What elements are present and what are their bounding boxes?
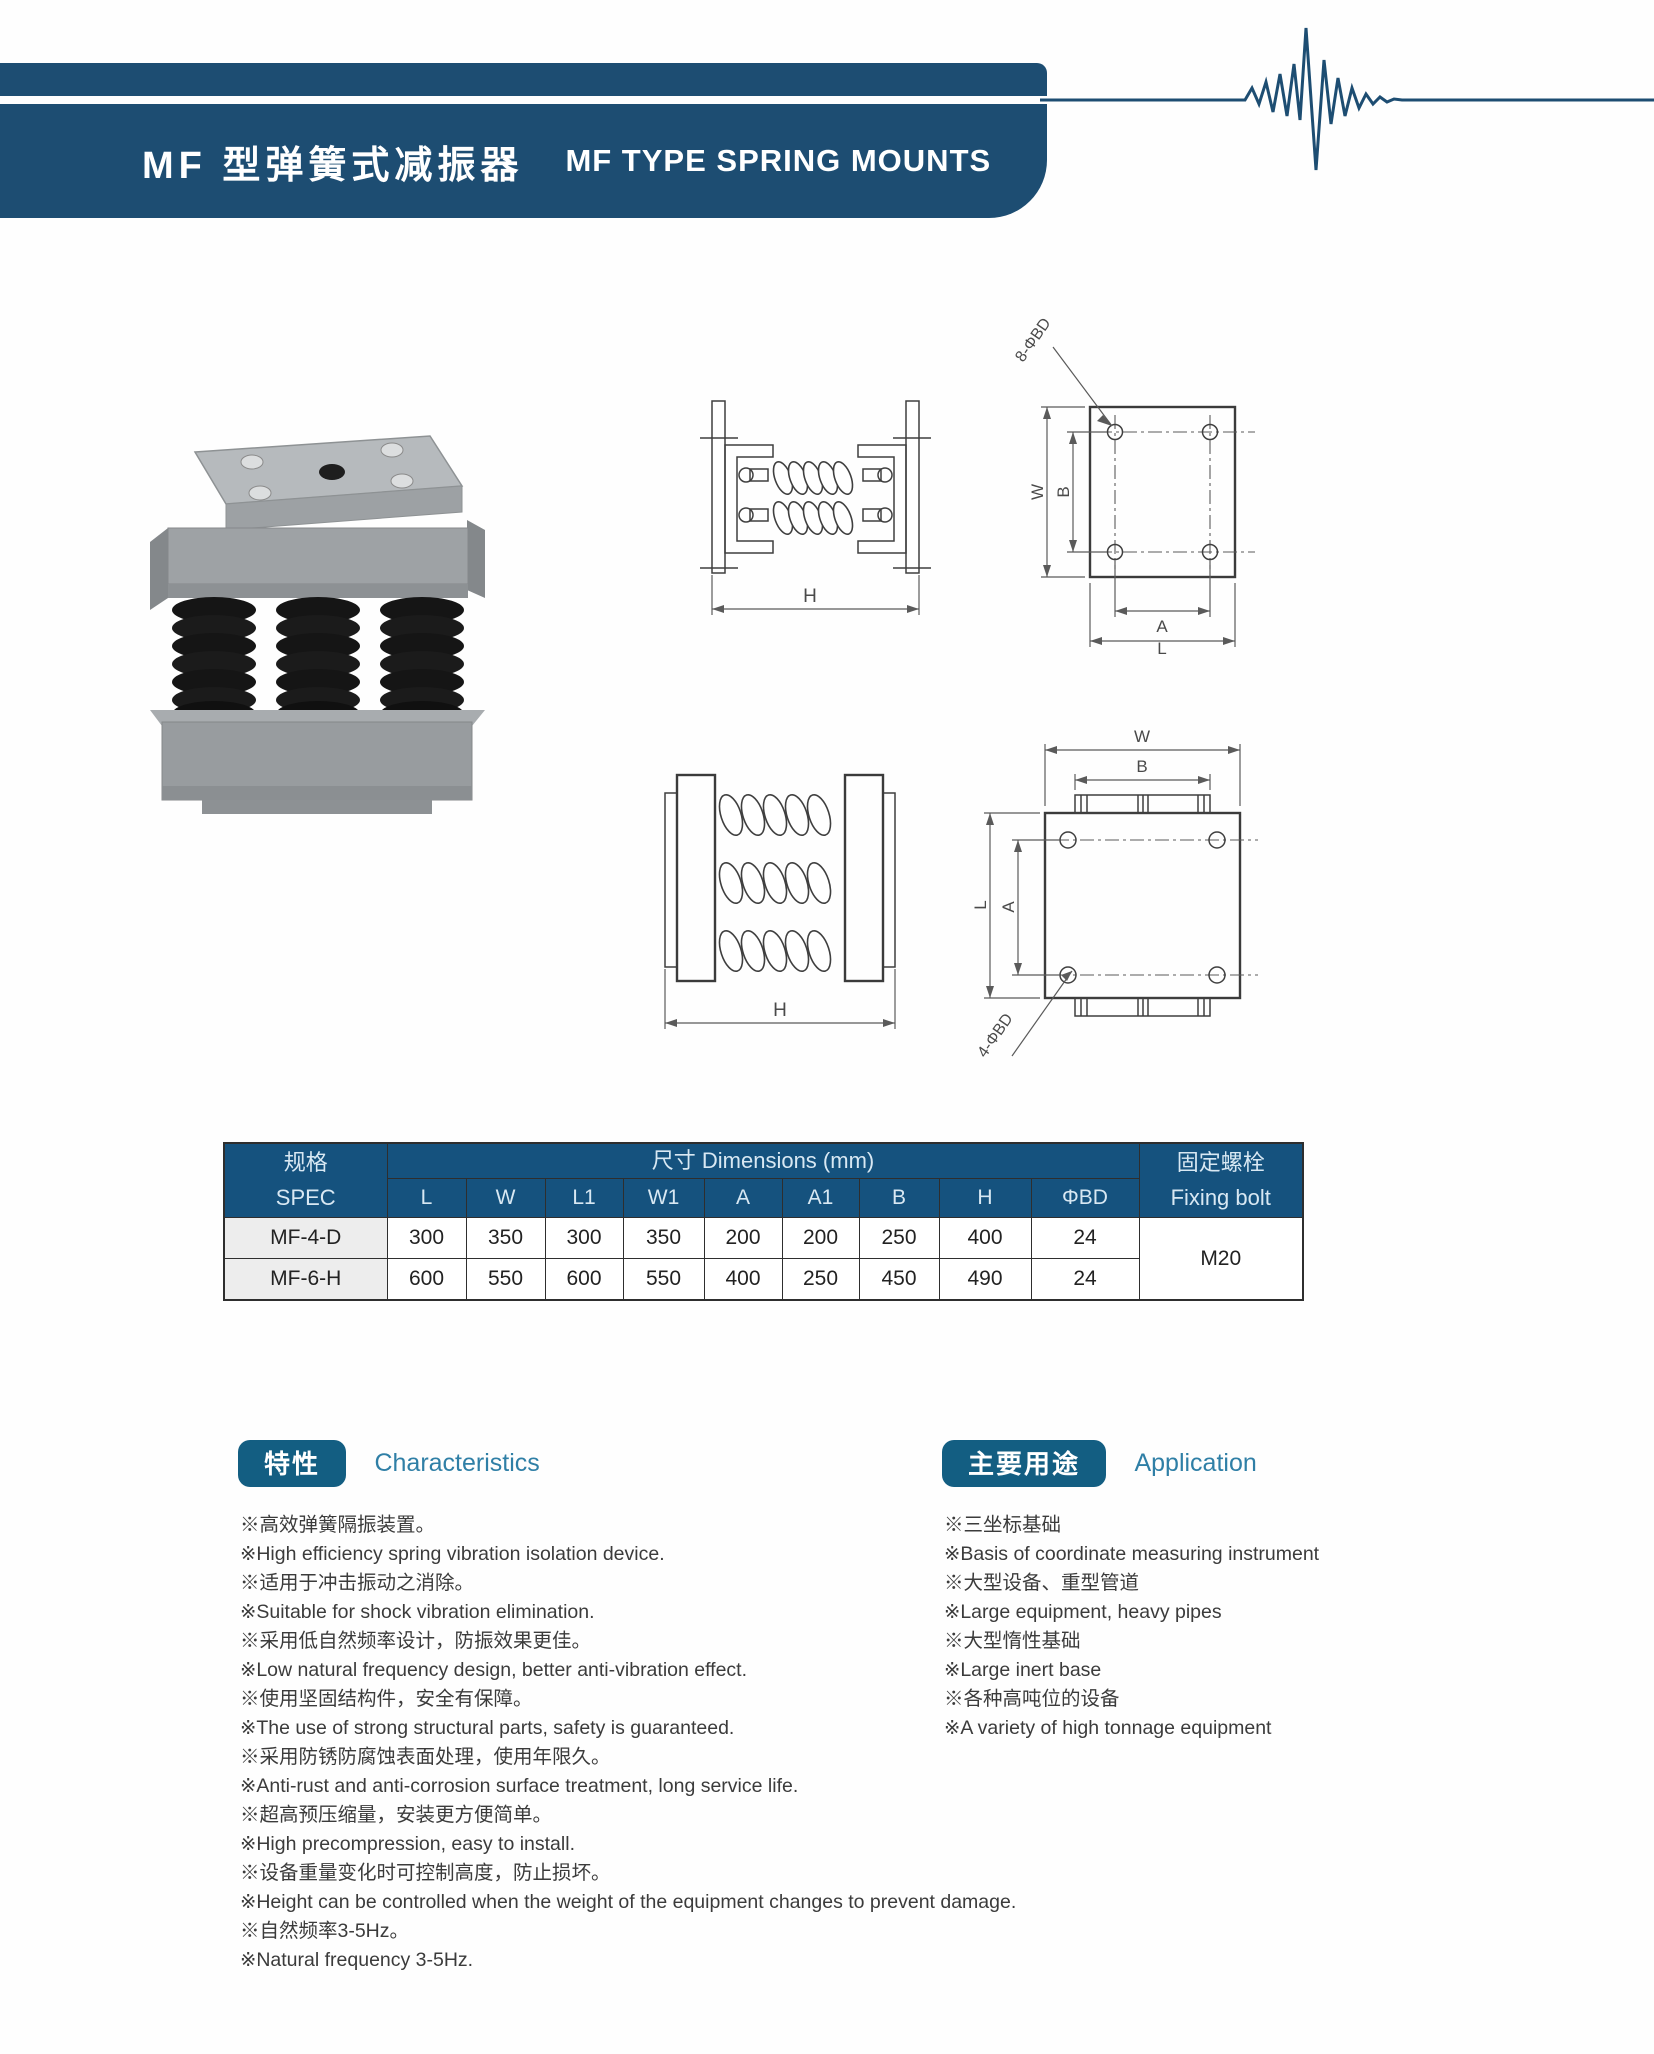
dim-label-h: H <box>803 586 817 607</box>
cell: 200 <box>781 1217 860 1260</box>
header-top-bar <box>0 63 1047 96</box>
list-item: ※High efficiency spring vibration isolat… <box>240 1543 665 1565</box>
dim-label-b: B <box>1054 486 1073 497</box>
drawing-plan-bottom: W B L A 4-ΦBD <box>971 727 1258 1061</box>
cell: 400 <box>703 1258 783 1301</box>
characteristics-title: Characteristics <box>374 1449 540 1477</box>
col-a: A <box>703 1178 783 1219</box>
spec-value: MF-6-H <box>223 1258 388 1301</box>
list-item: ※Natural frequency 3-5Hz. <box>240 1949 474 1971</box>
bolt-value: M20 <box>1138 1217 1304 1301</box>
application-title: Application <box>1134 1449 1257 1477</box>
dimensions-header: 尺寸 Dimensions (mm) <box>386 1142 1140 1180</box>
spring-coils <box>172 597 464 727</box>
list-item: ※超高预压缩量，安装更方便简单。 <box>240 1804 553 1826</box>
list-item: ※使用坚固结构件，安全有保障。 <box>240 1688 533 1710</box>
cell: 300 <box>386 1217 467 1260</box>
spec-header-cn: 规格 <box>283 1150 328 1176</box>
list-item: ※Suitable for shock vibration eliminatio… <box>240 1601 595 1623</box>
col-l1: L1 <box>544 1178 624 1219</box>
title-band: MF 型弹簧式减振器 MF TYPE SPRING MOUNTS <box>0 104 1047 218</box>
spec-header: 规格 SPEC <box>223 1142 388 1219</box>
cell: 550 <box>622 1258 705 1301</box>
cell: 250 <box>858 1217 940 1260</box>
cell: 600 <box>386 1258 467 1301</box>
col-l: L <box>386 1178 467 1219</box>
dim-label-h2: H <box>773 1000 787 1021</box>
leader-label-8phibd: 8-ΦBD <box>1012 315 1054 365</box>
list-item: ※大型惰性基础 <box>944 1630 1081 1652</box>
bolt-header: 固定螺栓 Fixing bolt <box>1138 1142 1304 1219</box>
list-item: ※The use of strong structural parts, saf… <box>240 1717 735 1739</box>
col-phibd: ΦBD <box>1030 1178 1140 1219</box>
page-title-en: MF TYPE SPRING MOUNTS <box>565 143 992 178</box>
list-item: ※采用防锈防腐蚀表面处理，使用年限久。 <box>240 1746 611 1768</box>
bolt-header-en: Fixing bolt <box>1170 1184 1271 1210</box>
col-w: W <box>465 1178 546 1219</box>
cell: 600 <box>544 1258 624 1301</box>
page-title-cn: MF 型弹簧式减振器 <box>142 144 524 187</box>
seismic-wave-icon <box>1040 27 1654 171</box>
dim-label-a: A <box>1156 617 1168 636</box>
list-item: ※High precompression, easy to install. <box>240 1833 575 1855</box>
bolt-header-cn: 固定螺栓 <box>1176 1150 1265 1176</box>
application-badge: 主要用途 <box>942 1440 1107 1487</box>
cell: 400 <box>938 1217 1032 1260</box>
spec-value: MF-4-D <box>223 1217 388 1260</box>
spec-table: 规格 SPEC 尺寸 Dimensions (mm) 固定螺栓 Fixing b… <box>223 1142 1304 1302</box>
application-list: ※三坐标基础 ※Basis of coordinate measuring in… <box>944 1511 1542 1743</box>
cell: 300 <box>544 1217 624 1260</box>
list-item: ※采用低自然频率设计，防振效果更佳。 <box>240 1630 592 1652</box>
drawing-side-view: H <box>700 400 931 615</box>
table-row: MF-6-H 600 550 600 550 400 250 450 490 2… <box>223 1258 1303 1301</box>
characteristics-badge: 特性 <box>238 1440 347 1487</box>
product-photo <box>150 435 485 814</box>
cell: 24 <box>1030 1258 1140 1301</box>
list-item: ※大型设备、重型管道 <box>944 1572 1140 1594</box>
dim-label-l: L <box>1157 639 1166 655</box>
list-item: ※自然频率3-5Hz。 <box>240 1920 410 1942</box>
list-item: ※A variety of high tonnage equipment <box>944 1717 1272 1739</box>
list-item: ※Anti-rust and anti-corrosion surface tr… <box>240 1775 799 1797</box>
col-a1: A1 <box>781 1178 860 1219</box>
list-item: ※Large inert base <box>944 1659 1102 1681</box>
dim-label-w2: W <box>1134 727 1150 746</box>
cell: 200 <box>703 1217 783 1260</box>
dim-label-b2: B <box>1136 757 1147 776</box>
table-row: MF-4-D 300 350 300 350 200 200 250 400 2… <box>223 1217 1304 1301</box>
cell: 450 <box>858 1258 940 1301</box>
list-item: ※Height can be controlled when the weigh… <box>240 1891 1017 1913</box>
cell: 24 <box>1030 1217 1140 1260</box>
col-w1: W1 <box>622 1178 705 1219</box>
dim-label-w: W <box>1028 484 1047 500</box>
col-b: B <box>858 1178 940 1219</box>
col-h: H <box>938 1178 1032 1219</box>
drawing-plan-top: W B A L 8-ΦBD <box>1012 315 1255 655</box>
characteristics-section: 特性 Characteristics ※高效弹簧隔振装置。 ※High effi… <box>238 1440 1017 1975</box>
application-section: 主要用途 Application ※三坐标基础 ※Basis of coordi… <box>942 1440 1542 1743</box>
dim-label-l2: L <box>971 900 990 909</box>
dim-label-a2: A <box>999 901 1018 913</box>
cell: 250 <box>781 1258 860 1301</box>
cell: 490 <box>938 1258 1032 1301</box>
list-item: ※适用于冲击振动之消除。 <box>240 1572 475 1594</box>
drawing-front-view: H <box>664 773 896 1029</box>
list-item: ※Basis of coordinate measuring instrumen… <box>944 1543 1320 1565</box>
cell: 350 <box>622 1217 705 1260</box>
list-item: ※高效弹簧隔振装置。 <box>240 1514 436 1536</box>
cell: 550 <box>465 1258 546 1301</box>
leader-label-4phibd: 4-ΦBD <box>975 1011 1017 1061</box>
characteristics-list: ※高效弹簧隔振装置。 ※High efficiency spring vibra… <box>240 1511 1017 1975</box>
column-header-row: L W L1 W1 A A1 B H ΦBD <box>224 1178 1303 1219</box>
cell: 350 <box>465 1217 546 1260</box>
spec-header-en: SPEC <box>275 1184 336 1210</box>
list-item: ※设备重量变化时可控制高度，防止损坏。 <box>240 1862 611 1884</box>
list-item: ※三坐标基础 <box>944 1514 1062 1536</box>
list-item: ※各种高吨位的设备 <box>944 1688 1120 1710</box>
list-item: ※Low natural frequency design, better an… <box>240 1659 748 1681</box>
list-item: ※Large equipment, heavy pipes <box>944 1601 1222 1623</box>
